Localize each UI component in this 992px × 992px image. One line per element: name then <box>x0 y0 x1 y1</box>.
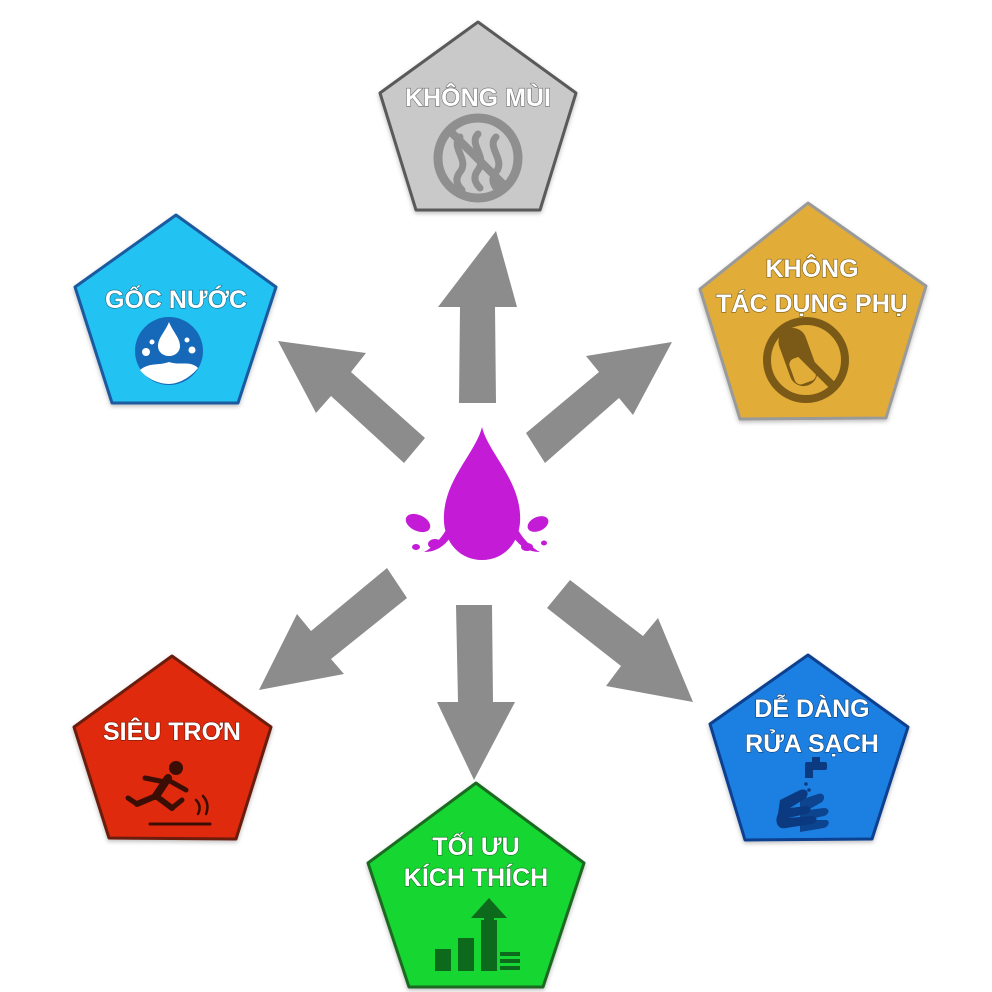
label-toi-uu-kich-thich-line-1: TỐI ƯU <box>432 831 519 861</box>
label-khong-tac-dung-phu-line-1: KHÔNG <box>765 253 858 283</box>
node-khong-mui: KHÔNG MÙI <box>378 20 578 212</box>
node-toi-uu-kich-thich: TỐI ƯU KÍCH THÍCH <box>366 781 586 989</box>
no-smell-icon <box>433 113 523 203</box>
arrow-down <box>437 605 515 780</box>
water-splash-icon <box>135 317 203 385</box>
label-khong-tac-dung-phu-line-2: TÁC DỤNG PHỤ <box>716 289 908 318</box>
label-de-dang-rua-sach-line-2: RỬA SẠCH <box>745 728 879 758</box>
arrow-down-right <box>547 580 693 702</box>
pentagon-de-dang-rua-sach <box>708 653 910 842</box>
center-water-drop-splash-icon <box>405 427 549 560</box>
label-khong-mui-line-1: KHÔNG MÙI <box>405 82 551 112</box>
pentagon-sieu-tron <box>72 654 273 841</box>
slipping-person-icon <box>125 761 212 826</box>
label-de-dang-rua-sach-line-1: DỄ DÀNG <box>754 693 869 723</box>
node-sieu-tron: SIÊU TRƠN <box>72 654 273 841</box>
no-pill-icon <box>763 317 849 403</box>
arrows <box>259 231 693 780</box>
growth-bars-arrow-icon <box>435 898 520 971</box>
arrow-down-left <box>259 568 407 690</box>
label-toi-uu-kich-thich-line-2: KÍCH THÍCH <box>404 863 548 892</box>
arrow-up <box>438 231 517 403</box>
faucet-hand-wash-icon <box>776 757 829 832</box>
arrow-up-left <box>278 341 425 463</box>
node-khong-tac-dung-phu: KHÔNG TÁC DỤNG PHỤ <box>698 201 928 421</box>
pentagon-khong-tac-dung-phu <box>698 201 928 421</box>
pentagon-toi-uu-kich-thich <box>366 781 586 989</box>
node-de-dang-rua-sach: DỄ DÀNG RỬA SẠCH <box>708 653 910 842</box>
node-goc-nuoc: GỐC NƯỚC <box>73 213 278 405</box>
label-goc-nuoc-line-1: GỐC NƯỚC <box>105 284 247 314</box>
label-sieu-tron-line-1: SIÊU TRƠN <box>103 716 241 746</box>
pentagon-goc-nuoc <box>73 213 278 405</box>
arrow-up-right <box>526 342 672 463</box>
